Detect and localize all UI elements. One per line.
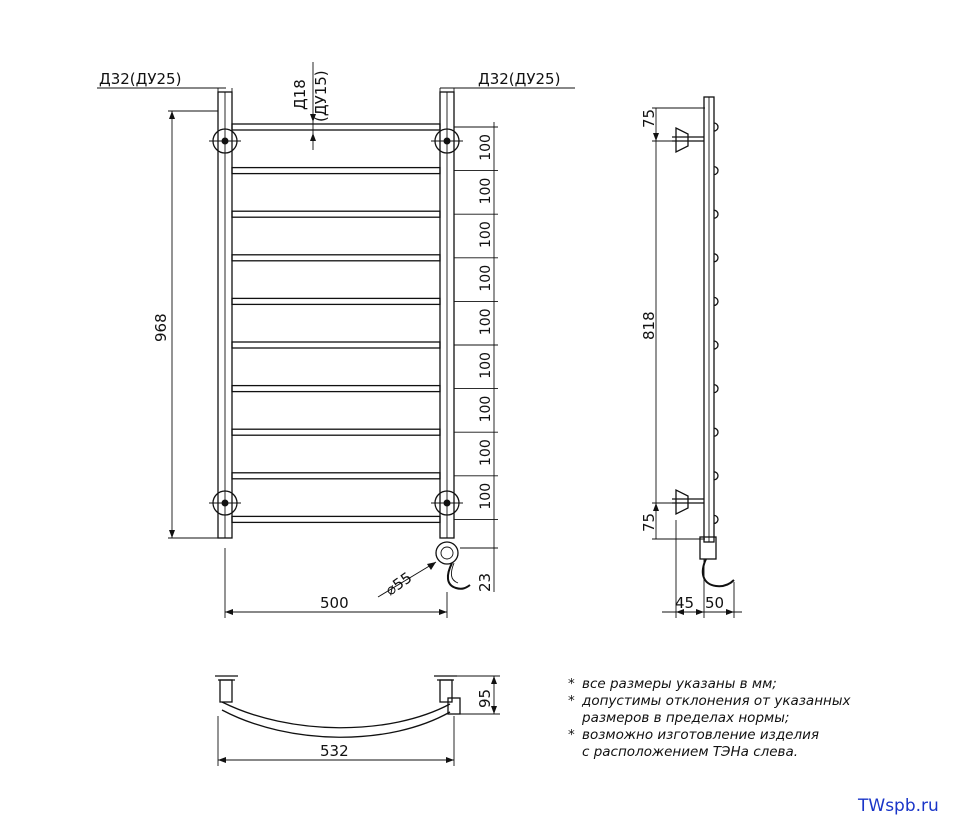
front-view: Д32(ДУ25) Д32(ДУ25) Д18 (ДУ15) 968 10010…	[97, 62, 575, 618]
rung-spacing-label: 100	[478, 352, 494, 379]
heater-diameter-label: ⌀55	[382, 568, 415, 599]
rung-spacing-label: 100	[478, 483, 494, 510]
side-top-offset-label: 75	[640, 109, 658, 128]
side-rung-end	[713, 340, 719, 350]
rung-spacing-label: 100	[478, 265, 494, 292]
rung	[231, 472, 441, 480]
top-pipe-label: Д18	[291, 79, 309, 110]
rung	[231, 428, 441, 436]
side-rung-end	[713, 471, 719, 481]
rung	[231, 123, 441, 131]
side-depth-b-label: 50	[705, 594, 724, 612]
rung	[231, 297, 441, 306]
side-span-label: 818	[640, 311, 658, 340]
side-rung-end	[713, 383, 719, 394]
top-pipe-alt-label: (ДУ15)	[312, 70, 330, 122]
top-view: 95 532	[215, 675, 500, 766]
side-rung-end	[713, 427, 719, 437]
side-rung-end	[713, 122, 719, 132]
side-rung-end	[713, 296, 719, 307]
heater-element	[435, 541, 471, 590]
side-bracket-bottom	[672, 488, 704, 516]
side-rung-end	[713, 209, 719, 219]
overall-height-label: 968	[152, 313, 170, 342]
heater-offset-label: 23	[476, 573, 494, 592]
left-connection-label: Д32(ДУ25)	[99, 70, 181, 88]
side-rung-end	[713, 253, 719, 263]
side-rung-ends	[713, 122, 719, 525]
notes-list: *все размеры указаны в мм; *допустимы от…	[568, 676, 851, 761]
right-connection-label: Д32(ДУ25)	[478, 70, 560, 88]
mount-bottom-right	[431, 490, 463, 516]
mount-top-right	[431, 128, 463, 154]
rung-spacing-dims: 100 100 100 100 100 100 100 100 100	[454, 126, 498, 520]
rung-spacing-label: 100	[478, 308, 494, 335]
top-depth-label: 95	[476, 689, 494, 708]
rung-spacing-label: 100	[478, 396, 494, 423]
side-rung-end	[713, 165, 719, 176]
mount-bottom-left	[209, 490, 241, 516]
mount-top-left	[209, 128, 241, 154]
top-width-label: 532	[320, 742, 349, 760]
rung	[231, 515, 441, 524]
side-view: 75 818 75 45 50	[640, 96, 742, 618]
rung	[231, 166, 441, 175]
rungs	[231, 123, 441, 524]
side-rung-end	[713, 514, 719, 525]
side-bottom-offset-label: 75	[640, 513, 658, 532]
rung	[231, 384, 441, 393]
rung	[231, 210, 441, 218]
site-credit: TWspb.ru	[858, 796, 939, 816]
rung-spacing-label: 100	[478, 134, 494, 161]
rung-spacing-label: 100	[478, 178, 494, 205]
note-item: *все размеры указаны в мм;	[568, 676, 777, 692]
side-bracket-top	[672, 126, 704, 154]
rung-spacing-label: 100	[478, 221, 494, 248]
rung	[231, 254, 441, 262]
rung	[231, 341, 441, 349]
side-depth-a-label: 45	[675, 594, 694, 612]
width-label: 500	[320, 594, 349, 612]
rung-spacing-label: 100	[478, 439, 494, 466]
side-heater	[699, 536, 735, 588]
